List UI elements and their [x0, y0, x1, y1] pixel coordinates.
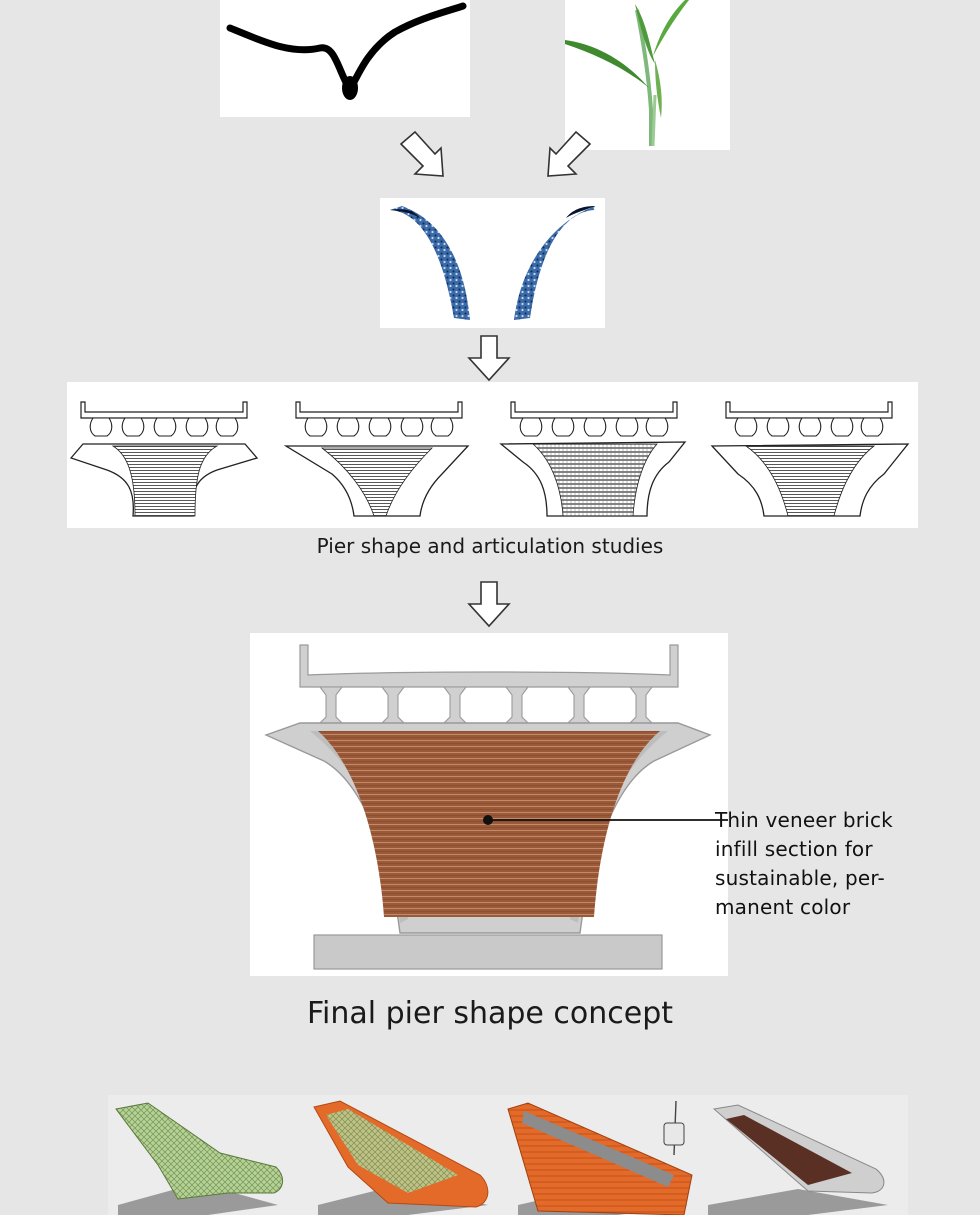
- pier-model-3d: [115, 1102, 283, 1215]
- arrow-down-icon: [547, 130, 592, 177]
- arrow-down-icon: [399, 130, 444, 177]
- arrow-down-icon: [467, 335, 511, 382]
- pier-elevation-study: [69, 401, 259, 517]
- pier-elevation-study: [710, 401, 910, 517]
- arrow-down-icon: [467, 581, 511, 628]
- plant-panel: [565, 0, 730, 150]
- pier-model-3d: [708, 1104, 888, 1215]
- model-strip: [108, 1095, 908, 1215]
- brush-stroke-sketch: [226, 2, 467, 100]
- pier-elevation-study: [283, 401, 470, 517]
- mirrored-brush-strokes: [390, 206, 595, 320]
- brush-stroke-panel: [220, 0, 470, 117]
- callout-note: Thin veneer brick infill section for sus…: [715, 808, 893, 919]
- mirrored-strokes-panel: [380, 198, 605, 328]
- pier-section: [264, 644, 728, 970]
- final-section-panel: [250, 633, 728, 976]
- pier-model-3d: [507, 1100, 693, 1215]
- pier-model-3d: [313, 1100, 489, 1215]
- final-caption: Final pier shape concept: [306, 996, 674, 1031]
- pier-studies-strip: [67, 382, 918, 528]
- pier-elevation-study: [499, 401, 687, 517]
- studies-caption: Pier shape and articulation studies: [316, 534, 664, 558]
- plant-sprout: [565, 0, 689, 147]
